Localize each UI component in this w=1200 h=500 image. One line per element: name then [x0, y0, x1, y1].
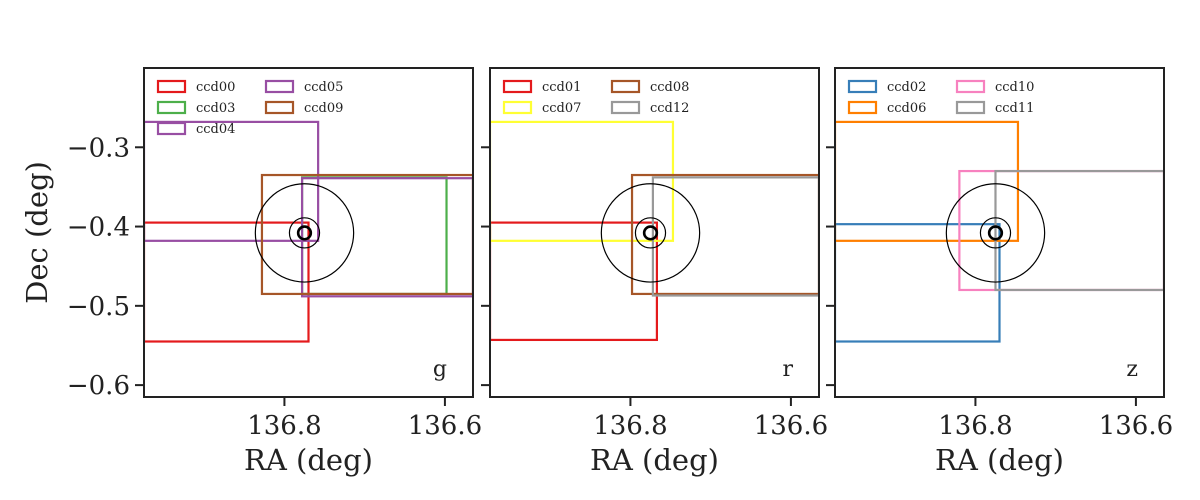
legend-swatch-ccd09	[264, 100, 295, 115]
target-circle-2	[634, 217, 667, 249]
legend-swatch-ccd03	[156, 100, 187, 115]
panel-g: 136.8 136.6 −0.3 −0.4 −0.5 −0.6 RA (deg) Dec (d…	[20, 67, 482, 477]
legend-swatch-ccd00	[156, 79, 187, 94]
y-tick-label: −0.6	[67, 371, 130, 401]
legend-label-ccd10: ccd10	[995, 80, 1034, 95]
axes-frame	[834, 67, 1165, 398]
legend-swatch-ccd12	[610, 100, 641, 115]
legend-label-ccd09: ccd09	[304, 101, 343, 116]
legend: ccd01 ccd07 ccd08 ccd12	[502, 79, 689, 116]
panel-z: 136.8 136.6 RA (deg) z ccd02 ccd06 ccd10 ccd11	[826, 67, 1173, 477]
x-tick-label: 136.8	[247, 411, 321, 441]
legend-label-ccd02: ccd02	[887, 80, 926, 95]
legend-label-ccd04: ccd04	[196, 122, 235, 137]
legend-label-ccd05: ccd05	[304, 80, 343, 95]
y-tick-label: −0.5	[67, 292, 130, 322]
legend-label-ccd03: ccd03	[196, 101, 235, 116]
ccd-footprint-ccd07	[490, 120, 675, 242]
target-circle-1	[600, 183, 701, 283]
target-circle-2	[288, 217, 321, 249]
x-tick-label: 136.6	[408, 411, 482, 441]
legend-label-ccd00: ccd00	[196, 80, 235, 95]
x-axis-label: RA (deg)	[935, 443, 1064, 477]
ccd-footprint-ccd03	[300, 176, 448, 296]
legend-swatch-ccd01	[502, 79, 533, 94]
plot-area	[144, 120, 473, 343]
band-label: z	[1126, 357, 1138, 382]
ccd-footprint-ccd11	[994, 169, 1164, 292]
legend: ccd00 ccd03 ccd04 ccd05 ccd09	[156, 79, 343, 137]
legend-label-ccd01: ccd01	[542, 80, 581, 95]
legend-label-ccd08: ccd08	[650, 80, 689, 95]
legend-swatch-ccd06	[847, 100, 878, 115]
legend: ccd02 ccd06 ccd10 ccd11	[847, 79, 1034, 116]
plot-area	[490, 120, 819, 342]
legend-swatch-ccd07	[502, 100, 533, 115]
legend-label-ccd11: ccd11	[995, 101, 1034, 116]
target-circle-2	[979, 217, 1012, 249]
x-tick-label: 136.6	[1099, 411, 1173, 441]
legend-swatch-ccd08	[610, 79, 641, 94]
legend-label-ccd12: ccd12	[650, 101, 689, 116]
y-axis-label: Dec (deg)	[20, 161, 54, 304]
ccd-footprint-ccd12	[651, 176, 819, 297]
panel-r: 136.8 136.6 RA (deg) r ccd01 ccd07 ccd08 ccd12	[481, 67, 828, 477]
ccd-footprint-ccd04	[144, 120, 320, 242]
ccd-footprint-ccd06	[835, 120, 1020, 242]
ccd-footprint-ccd09	[260, 173, 473, 296]
target-circle-1	[254, 183, 355, 283]
x-axis-label: RA (deg)	[244, 443, 373, 477]
target-circle-3	[642, 225, 659, 241]
legend-swatch-ccd05	[264, 79, 295, 94]
x-axis-label: RA (deg)	[590, 443, 719, 477]
legend-swatch-ccd02	[847, 79, 878, 94]
x-tick-label: 136.6	[754, 411, 828, 441]
legend-swatch-ccd11	[955, 100, 986, 115]
ccd-footprint-ccd02	[835, 223, 1001, 343]
x-tick-label: 136.8	[593, 411, 667, 441]
ccd-footprint-ccd08	[630, 173, 819, 296]
axes-frame	[489, 67, 820, 398]
target-circle-3	[987, 225, 1004, 241]
x-tick-label: 136.8	[938, 411, 1012, 441]
legend-label-ccd07: ccd07	[542, 101, 581, 116]
y-tick-label: −0.4	[67, 213, 130, 243]
band-label: r	[782, 357, 793, 382]
target-circle-3	[296, 225, 313, 241]
axes-frame	[143, 67, 474, 398]
legend-label-ccd06: ccd06	[887, 101, 926, 116]
band-label: g	[433, 357, 447, 382]
legend-swatch-ccd10	[955, 79, 986, 94]
plot-area	[835, 120, 1164, 343]
legend-swatch-ccd04	[156, 121, 187, 136]
y-tick-label: −0.3	[67, 133, 130, 163]
target-circle-1	[945, 183, 1046, 283]
